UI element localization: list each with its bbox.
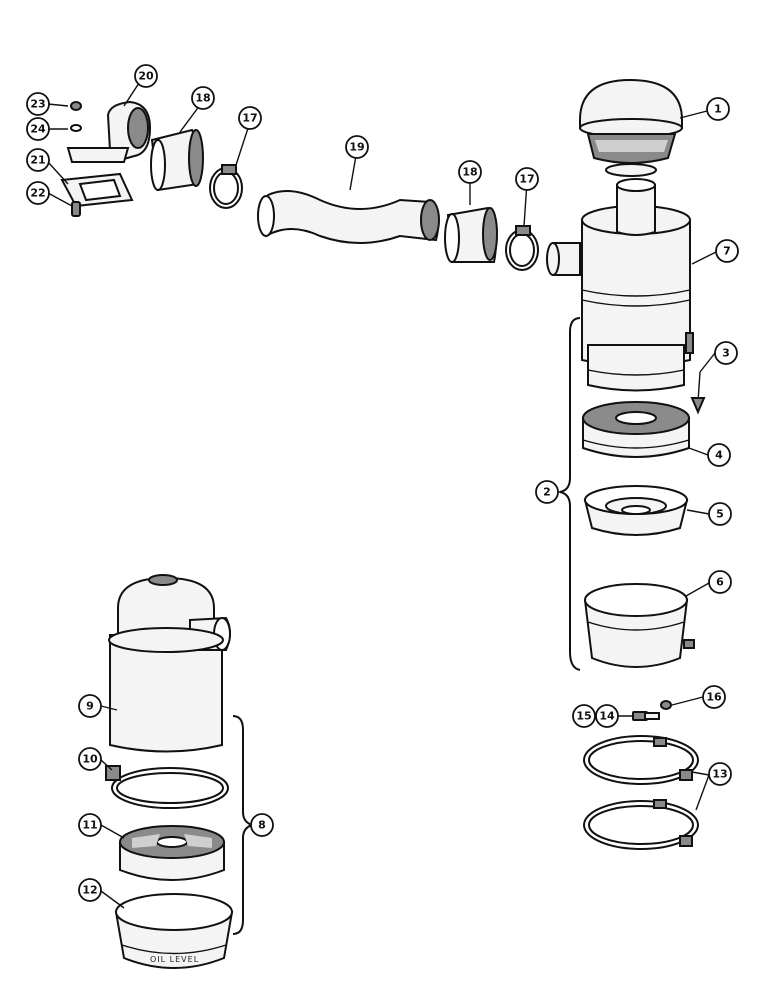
callout-19-label: 19 bbox=[349, 141, 364, 154]
callout-22: 22 bbox=[26, 181, 50, 205]
group-bracket-2 bbox=[559, 317, 581, 671]
oil-cup-lower: OIL LEVEL bbox=[114, 893, 234, 969]
callout-16-label: 16 bbox=[706, 691, 722, 704]
callout-21-label: 21 bbox=[30, 154, 45, 167]
flexible-hose bbox=[257, 190, 440, 244]
callout-18-right: 18 bbox=[458, 160, 482, 184]
hose-sleeve-left bbox=[150, 128, 204, 192]
callout-2-label: 2 bbox=[543, 486, 551, 499]
precleaner-cap bbox=[579, 78, 683, 177]
callout-23-label: 23 bbox=[30, 98, 45, 111]
stud bbox=[71, 201, 81, 217]
callout-5-label: 5 bbox=[716, 508, 724, 521]
callout-4-label: 4 bbox=[715, 449, 723, 462]
callout-9: 9 bbox=[78, 694, 102, 718]
air-cleaner-body-lower bbox=[108, 574, 231, 753]
callout-3-label: 3 bbox=[722, 347, 730, 360]
callout-20-label: 20 bbox=[138, 70, 154, 83]
callout-10: 10 bbox=[78, 747, 102, 771]
callout-18-right-label: 18 bbox=[462, 166, 477, 179]
hose-clamp-right bbox=[505, 225, 539, 271]
callout-23: 23 bbox=[26, 92, 50, 116]
baffle-cup bbox=[583, 485, 689, 536]
callout-2: 2 bbox=[535, 480, 559, 504]
callout-18-left: 18 bbox=[191, 86, 215, 110]
callout-11: 11 bbox=[78, 813, 102, 837]
air-cleaner-body bbox=[546, 178, 694, 392]
callout-8-label: 8 bbox=[258, 819, 266, 832]
callout-20: 20 bbox=[134, 64, 158, 88]
callout-7: 7 bbox=[715, 239, 739, 263]
callout-12: 12 bbox=[78, 878, 102, 902]
callout-21: 21 bbox=[26, 148, 50, 172]
oil-cup bbox=[583, 583, 695, 668]
hose-clamp-left bbox=[209, 164, 243, 209]
callout-13-label: 13 bbox=[712, 768, 727, 781]
washer bbox=[70, 124, 82, 132]
callout-15: 15 bbox=[572, 704, 596, 728]
callout-24: 24 bbox=[26, 117, 50, 141]
group-bracket-8 bbox=[232, 715, 256, 935]
callout-17-right: 17 bbox=[515, 167, 539, 191]
callout-24-label: 24 bbox=[30, 123, 46, 136]
callout-16: 16 bbox=[702, 685, 726, 709]
callout-7-label: 7 bbox=[723, 245, 731, 258]
oil-level-etching: OIL LEVEL bbox=[150, 955, 199, 964]
callout-13: 13 bbox=[708, 762, 732, 786]
lock-nut bbox=[660, 700, 672, 710]
callout-9-label: 9 bbox=[86, 700, 94, 713]
callout-5: 5 bbox=[708, 502, 732, 526]
callout-14: 14 bbox=[595, 704, 619, 728]
mounting-band-lower bbox=[583, 799, 699, 850]
callout-10-label: 10 bbox=[82, 753, 98, 766]
inlet-elbow bbox=[66, 100, 152, 163]
mounting-band-upper bbox=[583, 735, 699, 785]
callout-15-label: 15 bbox=[576, 710, 591, 723]
callout-17-left: 17 bbox=[238, 106, 262, 130]
filter-element bbox=[119, 825, 225, 881]
clamp-ring bbox=[105, 765, 229, 809]
bolt bbox=[632, 711, 660, 721]
callout-8: 8 bbox=[250, 813, 274, 837]
callout-22-label: 22 bbox=[30, 187, 45, 200]
callout-3: 3 bbox=[714, 341, 738, 365]
callout-19: 19 bbox=[345, 135, 369, 159]
callout-17-left-label: 17 bbox=[242, 112, 257, 125]
oil-level-gauge bbox=[690, 371, 706, 415]
filter-screen bbox=[582, 401, 690, 458]
callout-1: 1 bbox=[706, 97, 730, 121]
gasket bbox=[60, 172, 134, 208]
callout-11-label: 11 bbox=[82, 819, 97, 832]
callout-6-label: 6 bbox=[716, 576, 724, 589]
callout-4: 4 bbox=[707, 443, 731, 467]
callout-18-left-label: 18 bbox=[195, 92, 210, 105]
callout-1-label: 1 bbox=[714, 103, 722, 116]
callout-6: 6 bbox=[708, 570, 732, 594]
callout-14-label: 14 bbox=[599, 710, 615, 723]
nut bbox=[70, 101, 82, 111]
callout-17-right-label: 17 bbox=[519, 173, 534, 186]
hose-sleeve-right bbox=[444, 206, 498, 263]
callout-12-label: 12 bbox=[82, 884, 97, 897]
